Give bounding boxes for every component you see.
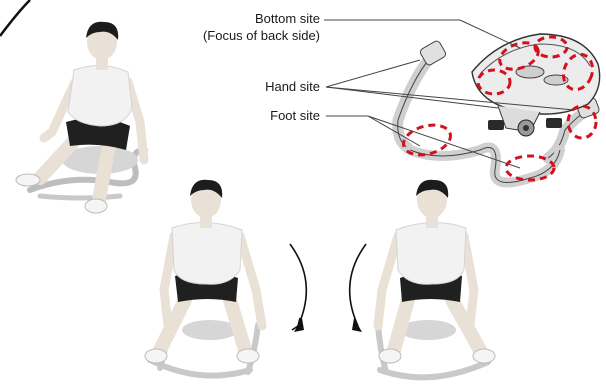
label-foot-site: Foot site bbox=[270, 108, 320, 123]
device-detail bbox=[398, 34, 600, 183]
rotation-arrow-counterclockwise bbox=[350, 244, 366, 332]
label-hand-site: Hand site bbox=[265, 79, 320, 94]
figure-rocking-left bbox=[378, 180, 495, 378]
label-bottom-site: Bottom site bbox=[255, 11, 320, 26]
corner-arc bbox=[0, 0, 30, 36]
label-bottom-site-subtitle: (Focus of back side) bbox=[203, 28, 320, 43]
rotation-arrow-clockwise bbox=[290, 244, 306, 332]
figure-seated-child bbox=[16, 22, 145, 213]
figure-rocking-right bbox=[145, 180, 262, 376]
